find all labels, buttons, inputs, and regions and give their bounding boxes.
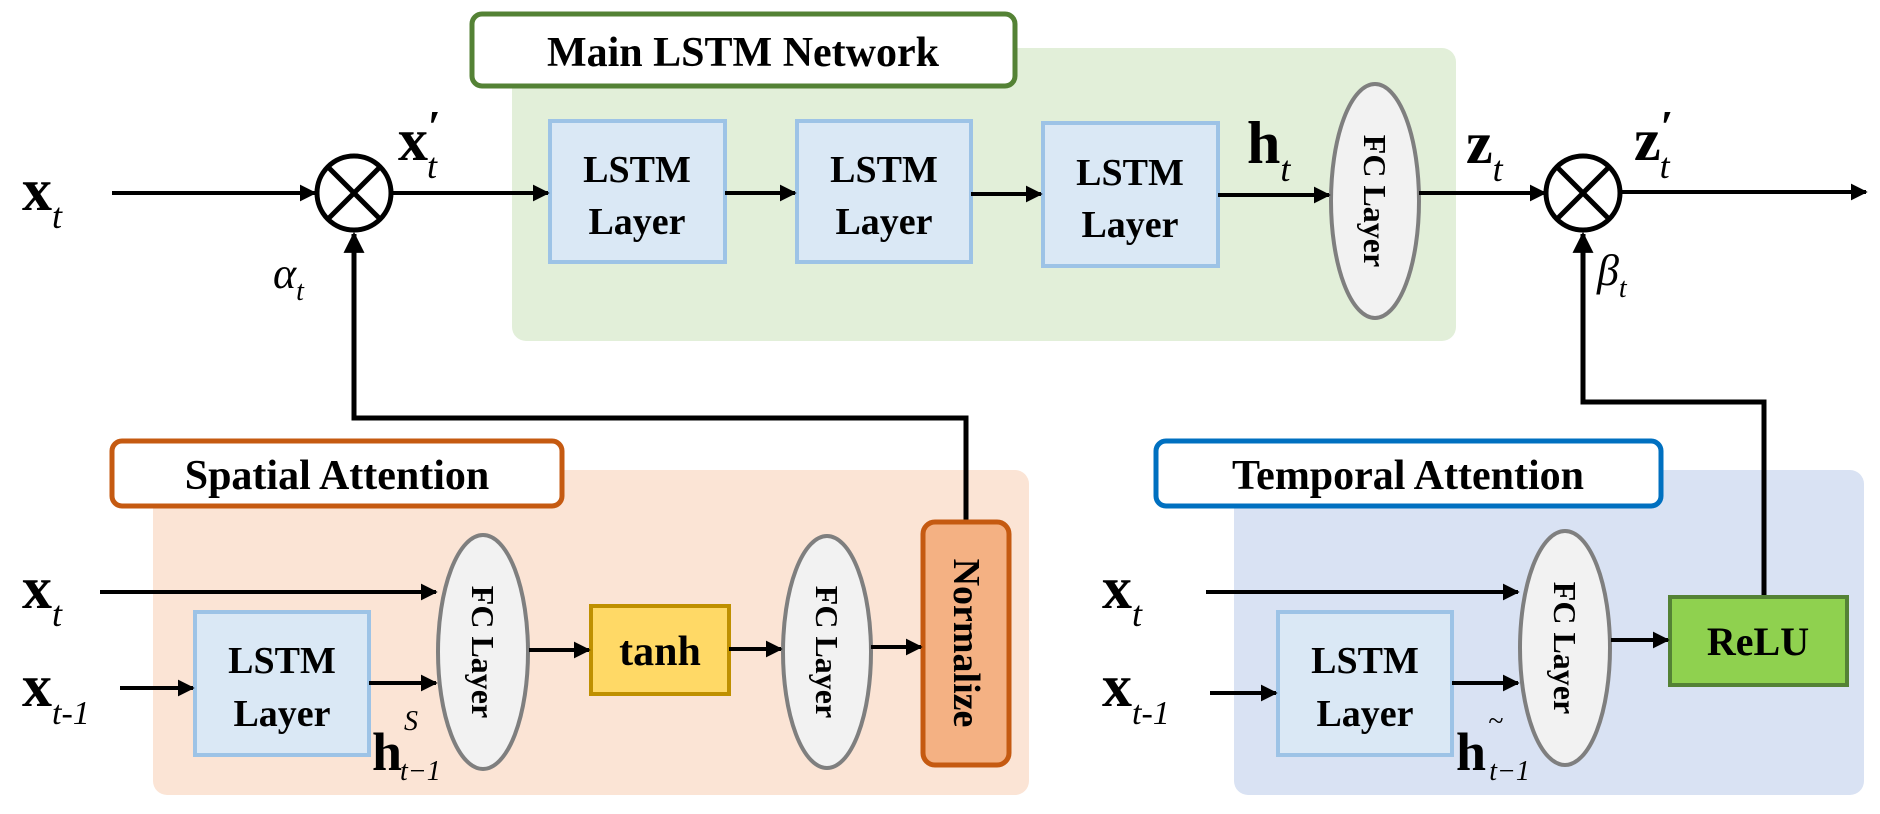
- main-lstm-layer-2: LSTM Layer: [795, 119, 973, 264]
- fc-layer-label: FC Layer: [465, 586, 501, 718]
- normalize-block: Normalize: [920, 519, 1012, 768]
- main-lstm-title-box: Main LSTM Network: [469, 11, 1018, 89]
- label-beta-t: βt: [1596, 246, 1628, 304]
- main-lstm-layer-3: LSTM Layer: [1041, 121, 1220, 268]
- label-temporal-x-t-1: xt-1: [1102, 653, 1170, 732]
- main-lstm-title: Main LSTM Network: [547, 30, 940, 76]
- relu-block: ReLU: [1668, 595, 1849, 687]
- relu-label: ReLU: [1707, 619, 1809, 664]
- spatial-lstm-layer: LSTM Layer: [193, 610, 371, 757]
- arrow-relu-to-beta: [1572, 231, 1767, 595]
- main-fc-layer: FC Layer: [1329, 82, 1421, 320]
- temporal-attention-title: Temporal Attention: [1232, 453, 1584, 499]
- label-spatial-x-t: xt: [22, 555, 63, 634]
- normalize-label: Normalize: [945, 559, 987, 728]
- lstm-label-line1: LSTM: [1311, 640, 1419, 682]
- multiply-node-beta: [1543, 153, 1623, 233]
- lstm-label-line2: Layer: [1081, 204, 1178, 246]
- label-alpha-t: αt: [273, 249, 305, 307]
- spatial-fc-layer-1: FC Layer: [436, 533, 530, 771]
- lstm-label-line2: Layer: [233, 693, 330, 735]
- temporal-attention-title-box: Temporal Attention: [1153, 438, 1664, 509]
- spatial-attention-title-box: Spatial Attention: [109, 438, 565, 509]
- label-spatial-x-t-1: xt-1: [22, 653, 90, 732]
- spatial-fc-layer-2: FC Layer: [781, 534, 873, 770]
- label-z-prime-t: z′t: [1634, 101, 1674, 186]
- fc-layer-label: FC Layer: [1357, 135, 1393, 267]
- label-temporal-x-t: xt: [1102, 555, 1143, 634]
- fc-layer-label: FC Layer: [809, 586, 845, 718]
- label-x-t-input: xt: [22, 157, 63, 236]
- temporal-lstm-layer: LSTM Layer: [1276, 610, 1454, 757]
- lstm-label-line1: LSTM: [228, 640, 336, 682]
- temporal-fc-layer: FC Layer: [1518, 529, 1612, 767]
- lstm-label-line1: LSTM: [830, 149, 938, 191]
- lstm-label-line2: Layer: [835, 201, 932, 243]
- label-h-t: ht: [1247, 110, 1291, 189]
- tanh-block: tanh: [589, 604, 731, 696]
- arrow-normalize-to-alpha: [343, 231, 969, 520]
- lstm-label-line2: Layer: [1316, 693, 1413, 735]
- spatial-attention-title: Spatial Attention: [185, 453, 490, 499]
- tanh-label: tanh: [619, 629, 701, 675]
- lstm-label-line1: LSTM: [583, 149, 691, 191]
- main-lstm-layer-1: LSTM Layer: [548, 119, 727, 264]
- fc-layer-label: FC Layer: [1547, 582, 1583, 714]
- lstm-label-line1: LSTM: [1076, 152, 1184, 194]
- label-h-tilde-t-1: h~t−1: [1456, 706, 1530, 787]
- label-z-t: zt: [1466, 110, 1504, 189]
- label-x-prime-t: x′t: [398, 101, 441, 186]
- multiply-node-alpha: [314, 153, 394, 233]
- lstm-label-line2: Layer: [588, 201, 685, 243]
